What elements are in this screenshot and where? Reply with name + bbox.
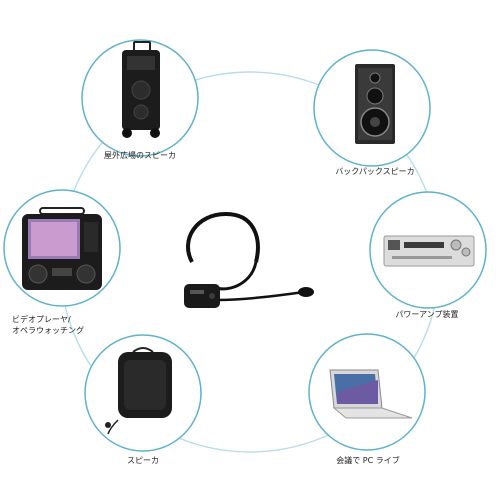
trolley-speaker-icon [122,41,160,138]
laptop-icon [329,369,413,419]
node-outdoor-speaker [81,39,199,157]
caption-backpack-speaker: バックパックスピーカ [335,167,415,176]
node-pc-live [308,333,426,451]
caption-video-player-line-1: ビデオプレーヤ/ [12,315,71,324]
amplifier-icon [383,235,475,267]
caption-pc-live: 会議で PC ライブ [336,456,400,465]
karaoke-player-icon [22,207,102,290]
node-backpack-speaker [313,49,431,167]
caption-speaker: スピーカ [127,456,159,465]
caption-power-amp: パワーアンプ装置 [395,310,459,319]
headset-microphone-icon [184,211,314,308]
node-video-player [3,189,121,307]
caption-video-player: ビデオプレーヤ/ オペラウォッチング [12,314,122,336]
caption-video-player-line-2: オペラウォッチング [12,326,84,335]
node-speaker [84,334,202,452]
caption-outdoor-speaker: 屋外広場のスピーカ [104,151,176,160]
portable-pa-speaker-icon [105,347,172,435]
node-power-amp [369,191,487,309]
cabinet-speaker-icon [355,64,395,144]
